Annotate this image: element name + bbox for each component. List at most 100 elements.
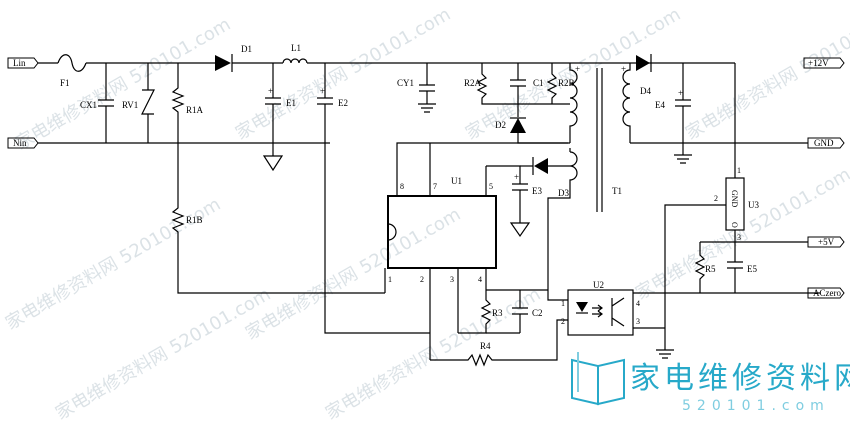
- svg-text:+: +: [268, 86, 273, 96]
- diode-d4-label: D4: [640, 86, 651, 96]
- resistor-r1b-label: R1B: [186, 215, 203, 225]
- terminal-aczero-label: ACzero: [813, 288, 841, 298]
- u2-pin4: 4: [636, 299, 640, 308]
- terminal-gnd-label: GND: [814, 138, 834, 148]
- watermark-tile: 家电维修资料网 520101.com: [322, 284, 544, 424]
- watermark-tile: 家电维修资料网 520101.com: [232, 4, 454, 144]
- u1-pin2: 2: [420, 275, 424, 284]
- u1-pin8: 8: [400, 182, 404, 191]
- ic-u1: U1 8 7 5 1 2 3 4: [384, 142, 570, 360]
- capacitor-e4: + E4: [655, 63, 692, 164]
- capacitor-c2-label: C2: [532, 308, 543, 318]
- terminal-lin-label: Lin: [13, 58, 26, 68]
- capacitor-e1-label: E1: [286, 98, 296, 108]
- capacitor-e2: + E2: [317, 63, 430, 334]
- ic-u1-label: U1: [451, 176, 462, 186]
- varistor-rv1: RV1: [122, 63, 155, 143]
- ground-symbol: [509, 222, 531, 238]
- capacitor-e4-label: E4: [655, 100, 665, 110]
- u2-pin2: 2: [561, 317, 565, 326]
- u2-pin1: 1: [561, 299, 565, 308]
- capacitor-e2-label: E2: [338, 98, 348, 108]
- optocoupler-u2-label: U2: [593, 280, 604, 290]
- watermark-tile: 家电维修资料网 520101.com: [12, 14, 234, 154]
- u1-pin1: 1: [388, 275, 392, 284]
- resistor-r1a: R1A: [171, 63, 204, 200]
- svg-text:+: +: [320, 86, 325, 96]
- svg-text:+: +: [621, 64, 626, 74]
- capacitor-e3: + E3: [486, 165, 542, 238]
- brand-name: 家电维修资料网: [630, 361, 850, 396]
- diode-d2-label: D2: [495, 120, 506, 130]
- resistor-r5-label: R5: [705, 264, 716, 274]
- inductor-l1: L1: [282, 43, 308, 64]
- brand-url: 520101.com: [682, 398, 830, 414]
- u3-pin1: 1: [737, 166, 741, 175]
- capacitor-cx1-label: CX1: [80, 100, 97, 110]
- ground-symbol: [674, 154, 692, 164]
- svg-text:+: +: [514, 172, 519, 182]
- inductor-l1-label: L1: [291, 43, 301, 53]
- resistor-r3: R3: [458, 289, 548, 334]
- terminal-lin: Lin: [7, 57, 39, 69]
- resistor-r3-label: R3: [492, 308, 503, 318]
- diode-d1: D1: [215, 44, 283, 72]
- resistor-r4: R4: [430, 319, 568, 367]
- ground-symbol: [418, 103, 436, 113]
- transformer-t1: + + T1: [547, 63, 631, 290]
- fuse-f1: [57, 54, 87, 72]
- terminal-5v-label: +5V: [818, 237, 835, 247]
- capacitor-e5-label: E5: [747, 264, 757, 274]
- diode-d3-label: D3: [558, 188, 569, 198]
- terminal-gnd: GND: [807, 137, 845, 149]
- regulator-u3-label: U3: [748, 200, 759, 210]
- svg-text:+: +: [575, 64, 580, 74]
- watermark-tile: 家电维修资料网 520101.com: [242, 204, 464, 344]
- terminal-12v: +12V: [803, 57, 845, 69]
- terminal-5v: +5V: [807, 236, 845, 248]
- brand-watermark: 家电维修资料网 520101.com: [571, 352, 850, 414]
- u1-pin5: 5: [489, 182, 493, 191]
- u1-pin4: 4: [478, 275, 482, 284]
- u1-pin7: 7: [433, 182, 437, 191]
- varistor-rv1-label: RV1: [122, 100, 138, 110]
- svg-text:+: +: [678, 88, 683, 98]
- resistor-r2a-label: R2A: [464, 78, 482, 88]
- watermark-tile: 家电维修资料网 520101.com: [682, 4, 850, 144]
- regulator-u3: GND O U3 1 2 3: [656, 63, 808, 359]
- u3-pin2: 2: [714, 194, 718, 203]
- capacitor-c2: C2: [512, 290, 543, 333]
- fuse-f1-label: F1: [60, 78, 70, 88]
- terminal-12v-label: +12V: [808, 58, 829, 68]
- capacitor-c1-label: C1: [533, 78, 544, 88]
- capacitor-e1: + E1: [262, 63, 296, 172]
- transformer-t1-label: T1: [612, 186, 622, 196]
- u1-pin3: 3: [450, 275, 454, 284]
- diode-d2: [510, 118, 526, 133]
- snubber-network: R2A C1 R2B D2: [464, 63, 575, 144]
- optocoupler-u2: U2 1 2 3 4: [547, 280, 820, 336]
- diode-d1-label: D1: [241, 44, 252, 54]
- terminal-nin: Nin: [7, 137, 39, 149]
- resistor-r1a-label: R1A: [186, 105, 204, 115]
- capacitor-cy1-label: CY1: [397, 78, 414, 88]
- diode-d3: D3: [520, 157, 570, 198]
- resistor-r2b-label: R2B: [558, 78, 575, 88]
- watermark-tile: 家电维修资料网 520101.com: [52, 284, 274, 424]
- ground-symbol: [262, 155, 284, 172]
- terminal-nin-label: Nin: [13, 138, 27, 148]
- u3-o-label: O: [730, 222, 739, 228]
- ground-symbol: [656, 349, 674, 359]
- u2-pin3: 3: [636, 317, 640, 326]
- capacitor-cx1: CX1: [80, 63, 114, 143]
- capacitor-e5: E5: [727, 242, 757, 293]
- resistor-r5: R5: [694, 241, 735, 293]
- u3-gnd-label: GND: [730, 190, 739, 208]
- resistor-r4-label: R4: [480, 341, 491, 351]
- capacitor-e3-label: E3: [532, 186, 542, 196]
- resistor-r1b: R1B: [171, 200, 385, 294]
- u3-pin3: 3: [737, 233, 741, 242]
- capacitor-cy1: CY1: [397, 63, 436, 113]
